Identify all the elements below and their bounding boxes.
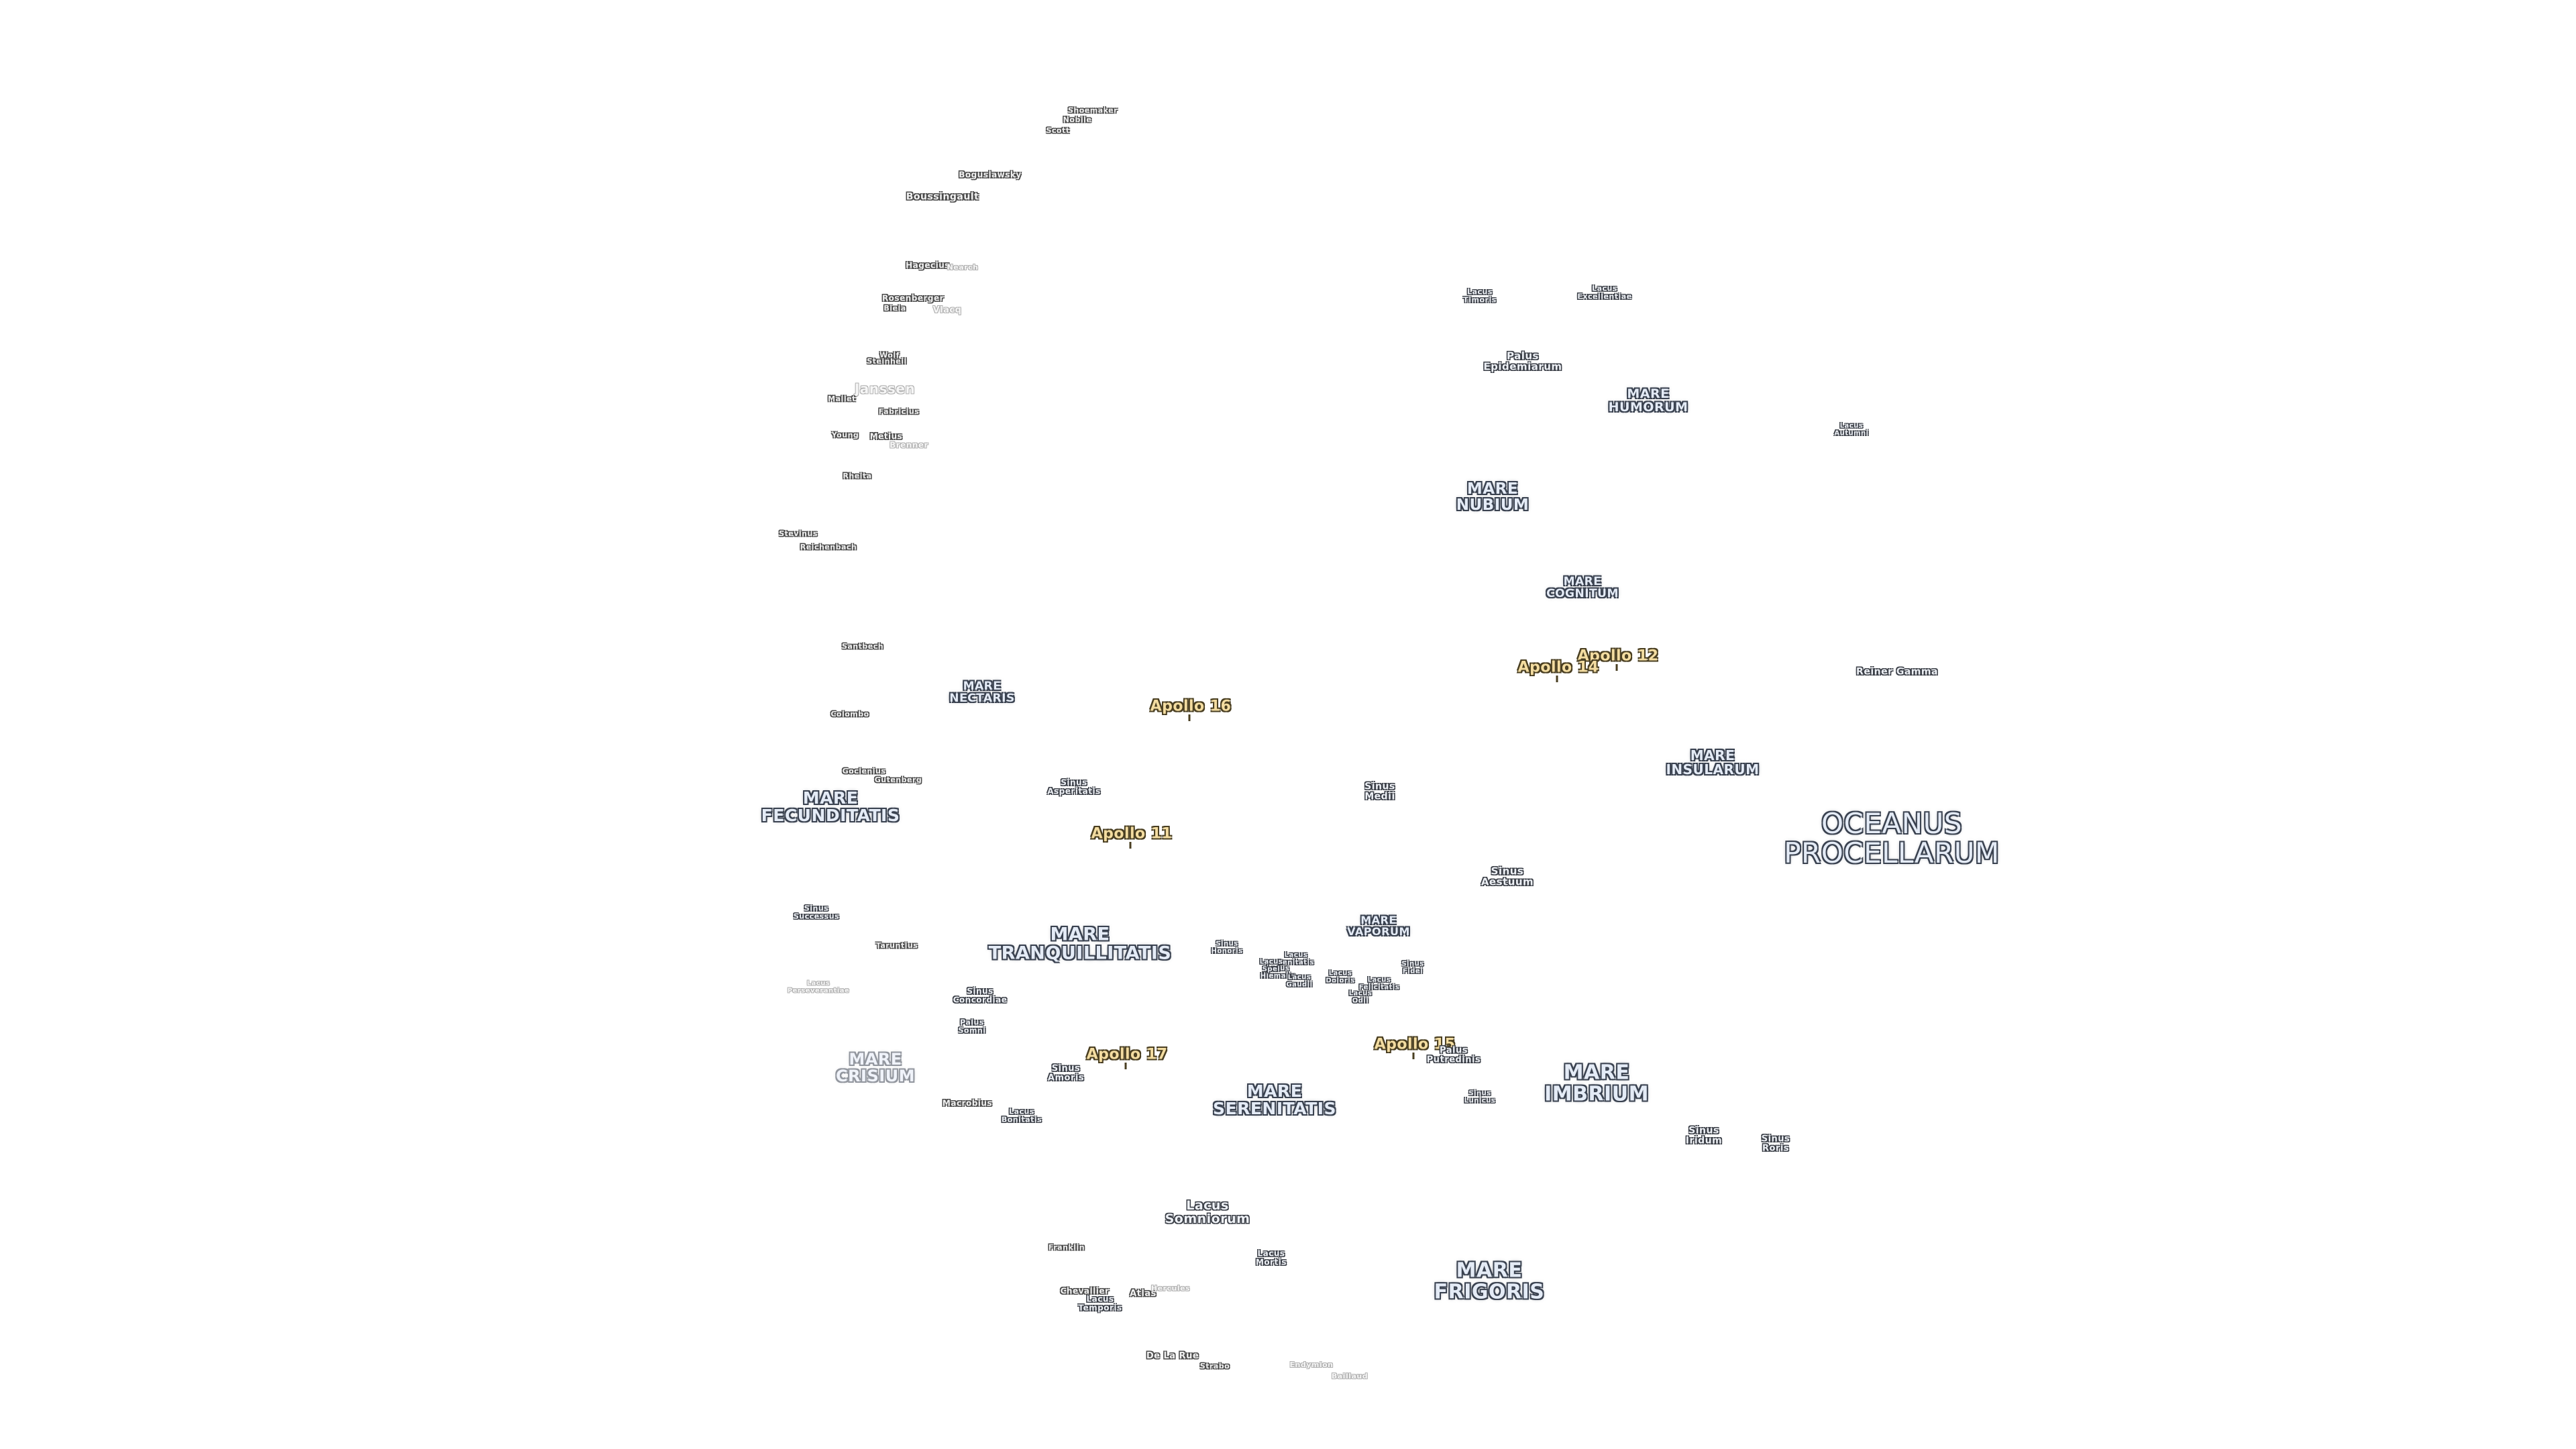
label-oceanus-procellarum: OCEANUS PROCELLARUM <box>1784 806 2000 869</box>
label-apollo-14: Apollo 14 <box>1517 659 1599 676</box>
label-endymion: Endymion <box>1289 1360 1334 1370</box>
label-boussingault: Boussingault <box>906 191 979 203</box>
label-chevallier: Chevallier <box>1060 1286 1110 1296</box>
label-santbech: Santbech <box>841 642 884 651</box>
label-rheita: Rheita <box>843 472 872 481</box>
label-lacus-mortis: Lacus Mortis <box>1255 1248 1287 1267</box>
label-lacus-timoris: Lacus Timoris <box>1463 287 1497 304</box>
label-fabricius: Fabricius <box>878 407 920 417</box>
label-lacus-gaudii: Lacus Gaudii <box>1286 973 1313 988</box>
label-vlacq: Vlacq <box>932 305 962 316</box>
label-atlas: Atlas <box>1130 1289 1157 1299</box>
label-lacus-temporis: Lacus Temporis <box>1078 1294 1122 1312</box>
label-wolf: Wolf <box>879 351 900 360</box>
label-lacus-autumni: Lacus Autumni <box>1834 422 1869 437</box>
label-sinus-iridum: Sinus Iridum <box>1685 1125 1723 1146</box>
label-nearch: Nearch <box>947 263 979 272</box>
label-sinus-asperitatis: Sinus Asperitatis <box>1047 777 1101 796</box>
label-reichenbach: Reichenbach <box>800 543 857 552</box>
label-mare-imbrium: MARE IMBRIUM <box>1544 1061 1649 1106</box>
label-mallet: Mallet <box>828 394 856 404</box>
label-sinus-fidei: Sinus Fidei <box>1401 960 1424 975</box>
label-mare-fecunditatis: MARE FECUNDITATIS <box>761 788 900 825</box>
label-brenner: Brenner <box>890 440 928 450</box>
label-apollo-16: Apollo 16 <box>1150 698 1232 715</box>
label-mare-nectaris: MARE NECTARIS <box>949 680 1015 705</box>
label-strabo: Strabo <box>1199 1362 1230 1371</box>
label-stevinus: Stevinus <box>779 529 818 539</box>
label-lacus-excellentiae: Lacus Excellentiae <box>1577 284 1632 301</box>
label-goclenius: Goclenius <box>842 767 886 776</box>
landing-site-marker <box>1188 714 1191 721</box>
label-mare-humorum: MARE HUMORUM <box>1608 386 1688 415</box>
label-lacus-perseverantiae: Lacus Perseverantiae <box>787 979 850 994</box>
label-lacus-spei: Lacus Spei <box>1259 958 1283 973</box>
label-apollo-11: Apollo 11 <box>1091 825 1173 843</box>
label-mare-vaporum: MARE VAPORUM <box>1347 914 1410 938</box>
label-scott: Scott <box>1046 126 1070 136</box>
label-sinus-concordiae: Sinus Concordiae <box>953 986 1008 1004</box>
landing-site-marker <box>1129 842 1132 849</box>
label-palus-epidemiarum: Palus Epidemiarum <box>1483 350 1562 372</box>
label-sinus-lunicus: Sinus Lunicus <box>1464 1089 1496 1104</box>
label-young: Young <box>831 431 859 440</box>
label-shoemaker: Shoemaker <box>1067 106 1118 115</box>
label-sinus-honoris: Sinus Honoris <box>1211 940 1243 955</box>
label-palus-putredinis: Palus Putredinis <box>1426 1045 1481 1065</box>
label-mare-crisium: MARE CRISIUM <box>835 1049 916 1085</box>
label-mare-insularum: MARE INSULARUM <box>1666 747 1760 777</box>
label-janssen: Janssen <box>854 380 916 397</box>
label-biela: Biela <box>883 304 906 313</box>
label-lacus-somniorum: Lacus Somniorum <box>1165 1198 1250 1226</box>
label-sinus-roris: Sinus Roris <box>1761 1134 1790 1153</box>
label-mare-serenitatis: MARE SERENITATIS <box>1212 1081 1337 1118</box>
label-apollo-17: Apollo 17 <box>1086 1046 1168 1063</box>
label-apollo-15: Apollo 15 <box>1374 1036 1456 1053</box>
label-sinus-aestuum: Sinus Aestuum <box>1481 865 1534 888</box>
label-mare-tranquillitatis: MARE TRANQUILLITATIS <box>988 924 1172 964</box>
label-palus-somni: Palus Somni <box>958 1018 986 1034</box>
label-lacus-doloris: Lacus Doloris <box>1326 969 1355 984</box>
label-nobile: Nobile <box>1063 115 1092 125</box>
label-lacus-bonitatis: Lacus Bonitatis <box>1001 1107 1042 1124</box>
label-mare-cognitum: MARE COGNITUM <box>1546 575 1619 600</box>
landing-site-marker <box>1412 1053 1415 1059</box>
label-metius: Metius <box>869 431 903 441</box>
label-taruntius: Taruntius <box>875 941 918 951</box>
label-sinus-medii: Sinus Medii <box>1364 781 1395 802</box>
label-lacus-felicitatis: Lacus Felicitatis <box>1358 976 1400 991</box>
label-colombo: Colombo <box>830 710 869 719</box>
label-steinheil: Steinheil <box>867 357 907 366</box>
label-rosenberger: Rosenberger <box>881 293 945 303</box>
landing-site-marker <box>1124 1063 1127 1069</box>
label-boguslawsky: Boguslawsky <box>959 170 1022 180</box>
landing-site-marker <box>1556 676 1558 682</box>
label-mare-nubium: MARE NUBIUM <box>1456 480 1529 514</box>
landing-site-marker <box>1615 664 1618 671</box>
label-sinus-successus: Sinus Successus <box>793 904 840 920</box>
label-macrobius: Macrobius <box>942 1098 993 1108</box>
label-sinus-amoris: Sinus Amoris <box>1047 1063 1085 1083</box>
label-mare-frigoris: MARE FRIGORIS <box>1434 1258 1545 1303</box>
label-hercules: Hercules <box>1150 1284 1191 1293</box>
label-bailloud: Baillaud <box>1331 1372 1368 1381</box>
label-lacus-lenitatis: Lacus Lenitatis <box>1278 951 1314 966</box>
label-reiner-gamma: Reiner Gamma <box>1856 666 1938 678</box>
label-apollo-12: Apollo 12 <box>1577 647 1659 665</box>
label-hagecius: Hagecius <box>906 260 950 270</box>
label-gutenberg: Gutenberg <box>874 775 922 785</box>
label-de-la-rue: De La Rue <box>1146 1351 1199 1362</box>
label-lacus-hiemalis: Lacus Hiemalis <box>1260 965 1296 979</box>
label-franklin: Franklin <box>1048 1243 1085 1252</box>
label-lacus-odii: Lacus Odii <box>1348 989 1373 1004</box>
